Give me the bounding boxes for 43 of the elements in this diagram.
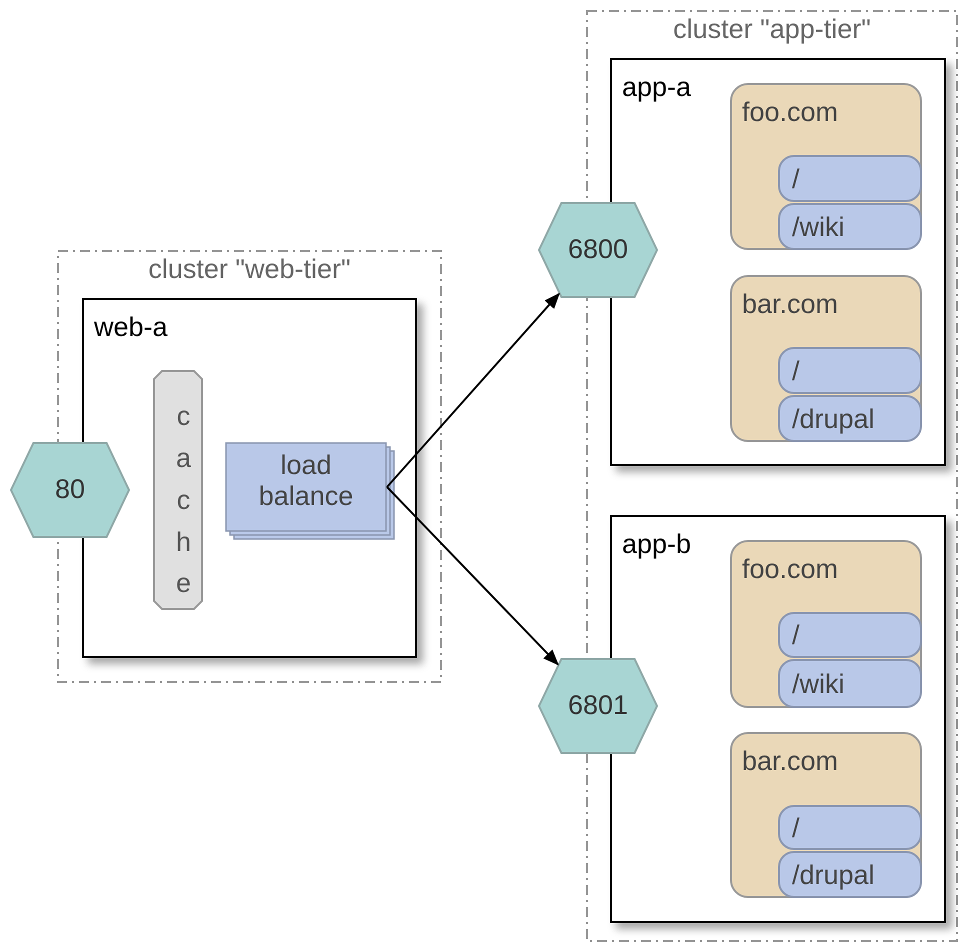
arrow [386, 292, 560, 488]
port-label: 6801 [566, 690, 630, 722]
path-box [778, 347, 922, 394]
site-label: bar.com [742, 746, 838, 778]
path-label: /wiki [792, 668, 844, 700]
host-label: web-a [94, 312, 168, 344]
path-box [778, 659, 922, 708]
port-hexagon [538, 658, 658, 754]
site-box [730, 275, 922, 442]
host-box [82, 298, 417, 658]
path-label: /drupal [792, 860, 875, 891]
site-box [730, 540, 922, 708]
path-label: / [792, 620, 800, 652]
path-label: / [792, 812, 800, 844]
path-box [778, 851, 922, 898]
path-label: / [792, 356, 800, 387]
arrow [386, 486, 559, 666]
port-label: 80 [54, 474, 86, 506]
cache-box [153, 370, 203, 610]
load-balancer-stack [225, 442, 395, 540]
path-box [778, 612, 922, 658]
host-label: app-b [622, 529, 692, 560]
cluster-boundary [57, 250, 442, 683]
site-box [730, 83, 922, 250]
path-box [778, 155, 922, 202]
site-box [730, 732, 922, 898]
port-label: 6800 [566, 234, 630, 266]
path-box [778, 805, 922, 850]
load-balancer-label: load balance [258, 450, 354, 512]
cache-label: cache [174, 400, 192, 600]
site-label: foo.com [742, 554, 838, 586]
path-box [778, 395, 922, 442]
cluster-label: cluster "web-tier" [147, 254, 352, 286]
cluster-label: cluster "app-tier" [672, 14, 872, 46]
site-label: bar.com [742, 289, 838, 320]
path-label: / [792, 164, 800, 195]
port-hexagon [538, 202, 658, 298]
path-label: /wiki [792, 212, 844, 243]
site-label: foo.com [742, 97, 838, 128]
path-box [778, 203, 922, 250]
port-hexagon [10, 442, 130, 538]
host-label: app-a [622, 72, 692, 104]
path-label: /drupal [792, 404, 875, 435]
